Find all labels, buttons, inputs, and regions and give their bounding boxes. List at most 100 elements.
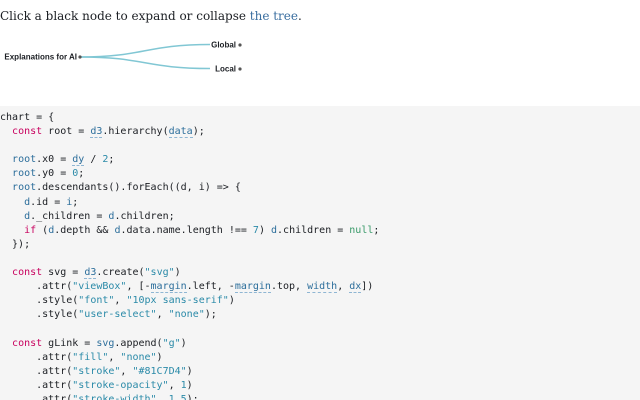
code-line — [0, 322, 640, 336]
code-line: chart = { — [0, 111, 640, 125]
code-token: root — [12, 154, 37, 166]
code-token — [0, 267, 12, 278]
code-token: .create( — [96, 267, 145, 279]
code-token: d3 — [90, 126, 103, 139]
code-token: "none" — [168, 309, 205, 321]
intro-sentence: Click a black node to expand or collapse — [0, 9, 250, 23]
tree-link-local — [79, 56, 211, 70]
code-token — [0, 211, 24, 222]
code-token: ; — [373, 224, 380, 236]
node-dot[interactable] — [238, 67, 242, 71]
code-line: const root = d3.hierarchy(data); — [0, 125, 640, 139]
code-token: .attr( — [0, 281, 73, 293]
code-cell[interactable]: chart = { const root = d3.hierarchy(data… — [0, 106, 640, 400]
code-line: .attr("stroke-opacity", 1) — [0, 379, 640, 393]
code-token: ) — [258, 224, 271, 236]
code-token: .children; — [114, 210, 175, 222]
code-token: , [- — [126, 281, 151, 293]
tree-node-global[interactable]: Global — [211, 41, 242, 50]
code-token: .depth && — [54, 224, 115, 236]
code-token: , — [156, 309, 169, 321]
code-token: d — [24, 210, 31, 222]
code-token: .y0 = — [36, 168, 73, 180]
code-token: d — [114, 224, 121, 236]
code-token: ); — [204, 309, 217, 321]
code-line: const svg = d3.create("svg") — [0, 266, 640, 280]
code-token: .hierarchy( — [102, 126, 169, 138]
code-token: d — [24, 196, 31, 208]
code-line: d._children = d.children; — [0, 210, 640, 224]
code-token: "stroke-opacity" — [72, 379, 169, 391]
code-token: , — [337, 281, 350, 293]
code-token: ); — [186, 393, 199, 400]
code-token: "none" — [120, 351, 157, 363]
code-token: .append( — [114, 337, 163, 349]
code-token: , — [108, 351, 121, 363]
code-token: const — [12, 267, 43, 279]
node-label-global: Global — [211, 41, 236, 50]
code-token: , — [120, 365, 133, 377]
code-token: ._children = — [30, 210, 109, 222]
code-token: ; — [108, 154, 115, 166]
tree-link[interactable]: the tree — [249, 9, 298, 23]
intro-text: Click a black node to expand or collapse… — [0, 9, 640, 23]
collapsible-tree: Explanations for AI Global Local — [4, 41, 242, 74]
code-token: d — [108, 210, 115, 222]
code-line: .style("font", "10px sans-serif") — [0, 294, 640, 308]
tree-node-root[interactable]: Explanations for AI — [4, 53, 82, 62]
code-token: ; — [78, 168, 85, 180]
code-token: / — [84, 154, 103, 166]
code-line: root.descendants().forEach((d, i) => { — [0, 181, 640, 195]
code-token: .data.name.length !== — [120, 224, 253, 236]
code-token: gLink = — [42, 337, 97, 349]
code-line: }); — [0, 238, 640, 252]
code-token: 7 — [252, 224, 259, 236]
code-token: .left, - — [186, 281, 235, 293]
code-token: "fill" — [72, 351, 109, 363]
code-token: .x0 = — [36, 154, 73, 166]
code-token — [0, 182, 12, 193]
code-line: .attr("stroke-width", 1.5); — [0, 393, 640, 400]
code-token: i — [66, 196, 73, 208]
code-token: 2 — [102, 154, 109, 166]
code-token: root — [12, 168, 37, 180]
code-token: .attr( — [0, 393, 73, 400]
code-token — [0, 154, 12, 165]
code-token: data — [168, 126, 193, 139]
code-token: "user-select" — [78, 309, 157, 321]
code-token: d — [48, 224, 55, 236]
intro-period: . — [298, 9, 302, 23]
code-token: .style( — [0, 295, 79, 307]
code-line: root.y0 = 0; — [0, 167, 640, 181]
code-token: }); — [0, 238, 31, 250]
code-token: root = — [42, 126, 91, 138]
code-token: d — [271, 224, 278, 236]
code-token: ( — [36, 224, 49, 236]
tree-node-local[interactable]: Local — [215, 65, 242, 74]
code-token: 1.5 — [168, 393, 187, 400]
code-token: , — [168, 379, 181, 391]
code-token: d3 — [84, 267, 97, 280]
code-token: svg = — [42, 267, 85, 279]
code-token: ; — [72, 196, 79, 208]
node-dot[interactable] — [78, 55, 82, 59]
code-token: const — [12, 337, 43, 349]
code-token: dx — [349, 281, 362, 294]
code-token: ) — [228, 295, 235, 307]
code-token: ); — [192, 126, 205, 138]
code-token: .style( — [0, 309, 79, 321]
code-token: .attr( — [0, 365, 73, 377]
code-line: .attr("stroke", "#81C7D4") — [0, 365, 640, 379]
code-token: width — [307, 281, 338, 294]
code-token: "stroke-width" — [72, 393, 157, 400]
code-token: dy — [72, 154, 85, 167]
node-dot[interactable] — [238, 43, 242, 47]
code-line: .attr("fill", "none") — [0, 351, 640, 365]
node-label-local: Local — [215, 65, 236, 74]
code-token: ) — [174, 267, 181, 279]
code-token: 1 — [180, 379, 187, 391]
code-token: ) — [186, 365, 193, 377]
code-token: "font" — [78, 295, 115, 307]
code-token — [0, 197, 24, 208]
code-token: .top, — [270, 281, 308, 293]
